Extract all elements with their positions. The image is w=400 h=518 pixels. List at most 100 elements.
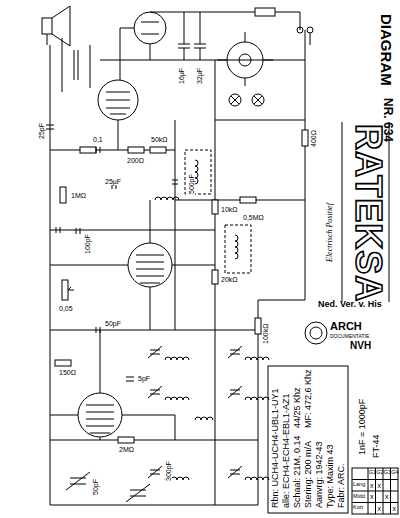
tube-symbol [98, 80, 138, 120]
info-text: Fabr: ARC. [337, 463, 346, 508]
archive-stamp [305, 322, 327, 344]
table-cell: G4 [391, 470, 398, 476]
table-cell: Midd. [353, 494, 366, 500]
coil-winding [155, 197, 179, 200]
info-text: Type: Maxim 43 [326, 444, 335, 508]
tube-symbol [86, 405, 114, 433]
table-cell: G3 [384, 470, 391, 476]
component-value: 500pF [188, 173, 195, 195]
tuning-capacitor [66, 472, 90, 490]
component-value: 16µF [178, 67, 185, 85]
table-cell: G2 [376, 470, 383, 476]
resistor-symbol [60, 187, 66, 203]
tube-symbol [136, 255, 164, 283]
coil-winding [235, 235, 238, 259]
output-transformer [62, 38, 90, 92]
mains-plug [297, 27, 303, 33]
electrolytic-capacitor [178, 12, 206, 60]
pilot-lamp [229, 94, 241, 106]
tube-symbol [78, 393, 122, 437]
component-value: 200Ω [126, 157, 145, 164]
component-value: 0,5MΩ [242, 214, 265, 221]
trimmer-capacitor [148, 386, 162, 398]
info-text: Aanvrg: 1942-43 [315, 441, 324, 508]
resistor-symbol [302, 130, 308, 146]
coil-winding [245, 357, 269, 360]
component-value: 1MΩ [70, 192, 87, 199]
rail-wire [50, 120, 215, 440]
rail-wire [50, 60, 305, 440]
archive-stamp-text: DOCUMENTATIE [330, 334, 369, 339]
volume-potentiometer [62, 280, 68, 300]
resistor-symbol [55, 360, 71, 366]
electrolytic-capacitor [178, 12, 190, 60]
resistor-symbol [255, 318, 261, 334]
trimmer-capacitor [228, 346, 242, 358]
pilot-lamp [252, 94, 264, 106]
archive-stamp-text: Ned. Ver. v. His [318, 300, 382, 309]
capacitor-symbol [96, 147, 100, 153]
rail-wire [50, 45, 258, 505]
logo-frame [342, 122, 389, 302]
coil-winding [165, 397, 189, 400]
component-value: 25µF [104, 178, 122, 185]
resistor-symbol [212, 200, 218, 214]
info-text: Rbn: UCH4-UCH4-UBL1-UY1 [271, 388, 280, 508]
tube-symbol [141, 22, 159, 34]
resistor-symbol [128, 147, 144, 153]
speaker-symbol [42, 6, 70, 46]
component-value: 100pF [84, 233, 91, 255]
archive-stamp-text: Electrisch Positief [326, 203, 334, 262]
component-value: 10kΩ [220, 206, 239, 213]
pilot-lamp [254, 96, 262, 104]
volume-potentiometer [68, 287, 74, 290]
component-value: 150Ω [58, 369, 77, 376]
coil-winding [165, 357, 189, 360]
table-cell: x [385, 493, 389, 500]
resistor-symbol [212, 270, 218, 284]
component-value: 300pF [165, 460, 172, 482]
component-value: 25pF [38, 122, 45, 140]
resistor-symbol [150, 147, 166, 153]
logo-frame [342, 122, 389, 302]
rail-wire [175, 120, 176, 330]
info-text: alle: ECH4-ECH4-EBL1-AZ1 [282, 393, 291, 508]
volume-potentiometer [62, 280, 74, 300]
if-transformer [225, 225, 251, 273]
speaker-symbol [47, 34, 48, 45]
fuse-symbol [255, 8, 275, 16]
capacitor-symbol [76, 228, 80, 234]
rail-wire [120, 12, 300, 80]
if-transformer [185, 150, 211, 194]
table-cell: Lang [353, 482, 365, 488]
table-cell: x [370, 493, 374, 500]
capacitor-symbol [56, 227, 60, 233]
logo-title: RATEKSA [350, 124, 386, 302]
speaker-symbol [42, 18, 52, 34]
trimmer-capacitor [148, 466, 162, 478]
capacitor-symbol [96, 327, 100, 333]
wave-switch [217, 32, 273, 86]
trimmer-capacitor [228, 386, 242, 398]
diagram-heading: NR. 634 [382, 98, 394, 142]
component-value: 20kΩ [220, 276, 239, 283]
capacitor-symbol [46, 125, 54, 129]
output-transformer [62, 38, 90, 92]
wave-switch [239, 54, 251, 66]
pilot-lamp [231, 96, 239, 104]
tube-symbol [134, 12, 166, 44]
if-transformer [185, 150, 251, 273]
trimmer-capacitor [148, 346, 162, 358]
table-cell: x [378, 482, 382, 489]
resistor-symbol [80, 147, 96, 153]
component-value: 400Ω [310, 129, 317, 148]
capacitor-symbol [126, 377, 134, 381]
component-value: 2MΩ [118, 446, 135, 453]
archive-stamp-text: ARCH [330, 321, 362, 332]
archive-stamp [305, 322, 327, 344]
diagram-heading: DIAGRAM [379, 14, 394, 86]
table-cell: x [393, 505, 397, 512]
info-text: MF: 472,6 Khz [304, 369, 313, 428]
